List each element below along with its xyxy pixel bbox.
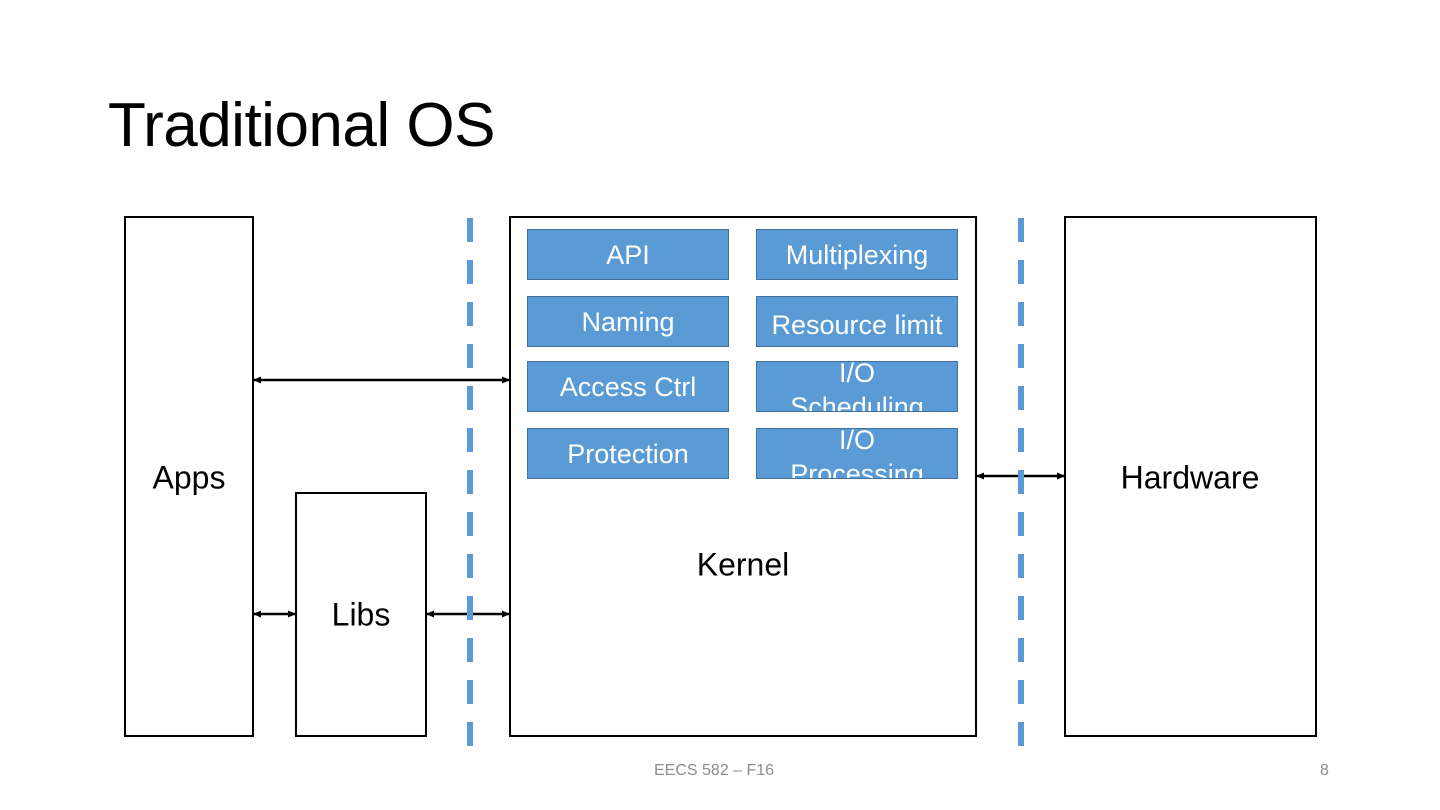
- libs-label: Libs: [331, 596, 391, 633]
- kernel-service-label: I/O Processing: [790, 428, 924, 479]
- kernel-service-naming: Naming: [527, 296, 729, 347]
- kernel-service-io-processing: I/O Processing: [756, 428, 958, 479]
- kernel-service-io-scheduling: I/O Scheduling: [756, 361, 958, 412]
- kernel-service-multiplexing: Multiplexing: [756, 229, 958, 280]
- kernel-service-label: API: [606, 239, 650, 270]
- apps-box: [124, 216, 254, 737]
- kernel-label: Kernel: [696, 546, 790, 583]
- kernel-service-label: Access Ctrl: [559, 371, 697, 402]
- kernel-service-label: Multiplexing: [785, 239, 929, 270]
- kernel-service-label: Protection: [567, 438, 689, 469]
- apps-label: Apps: [152, 459, 226, 496]
- kernel-service-protection: Protection: [527, 428, 729, 479]
- kernel-service-api: API: [527, 229, 729, 280]
- libs-box: [295, 492, 427, 737]
- kernel-service-access-ctrl: Access Ctrl: [527, 361, 729, 412]
- page-number: 8: [1320, 762, 1329, 779]
- slide-title: Traditional OS: [108, 91, 495, 160]
- kernel-service-resource-limit: Resource limit: [756, 296, 958, 347]
- hardware-box: [1064, 216, 1317, 737]
- user-kernel-boundary: [467, 218, 473, 746]
- kernel-service-label: I/O Scheduling: [790, 361, 924, 412]
- kernel-hardware-boundary: [1018, 218, 1024, 746]
- kernel-service-label: Naming: [581, 306, 675, 337]
- kernel-service-label: Resource limit: [771, 309, 943, 340]
- hardware-label: Hardware: [1120, 459, 1260, 496]
- footer-text: EECS 582 – F16: [654, 762, 775, 779]
